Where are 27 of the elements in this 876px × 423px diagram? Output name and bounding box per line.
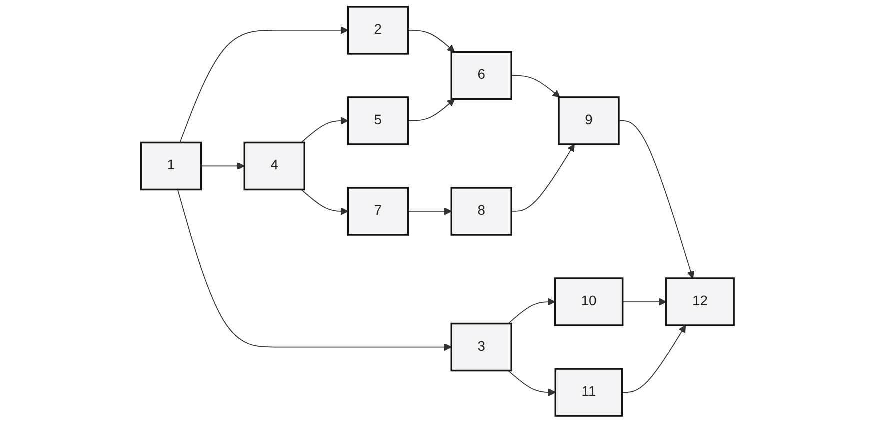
arrow [180, 26, 349, 144]
arrow [178, 189, 452, 352]
arrow [408, 98, 456, 122]
node-box: 10 [554, 278, 624, 326]
arrow [512, 75, 561, 98]
node-box: 9 [558, 96, 620, 146]
arrow [301, 189, 349, 216]
node-box: 1 [140, 142, 202, 191]
node-box: 5 [348, 96, 410, 146]
arrow [622, 325, 686, 393]
arrow [512, 144, 576, 212]
arrow [508, 298, 556, 324]
arrow [201, 162, 246, 170]
node-box: 7 [348, 187, 410, 236]
arrow [301, 117, 349, 144]
node-box: 6 [451, 51, 513, 100]
arrow [622, 298, 668, 306]
node-box: 2 [348, 6, 410, 55]
node-box: 12 [666, 278, 736, 326]
node-box: 8 [451, 187, 513, 236]
arrow [408, 30, 456, 53]
node-box: 4 [244, 142, 306, 191]
arrow [408, 208, 452, 216]
node-box: 11 [555, 368, 624, 417]
arrow [508, 370, 556, 396]
node-box: 3 [451, 322, 513, 372]
arrow [618, 120, 695, 279]
